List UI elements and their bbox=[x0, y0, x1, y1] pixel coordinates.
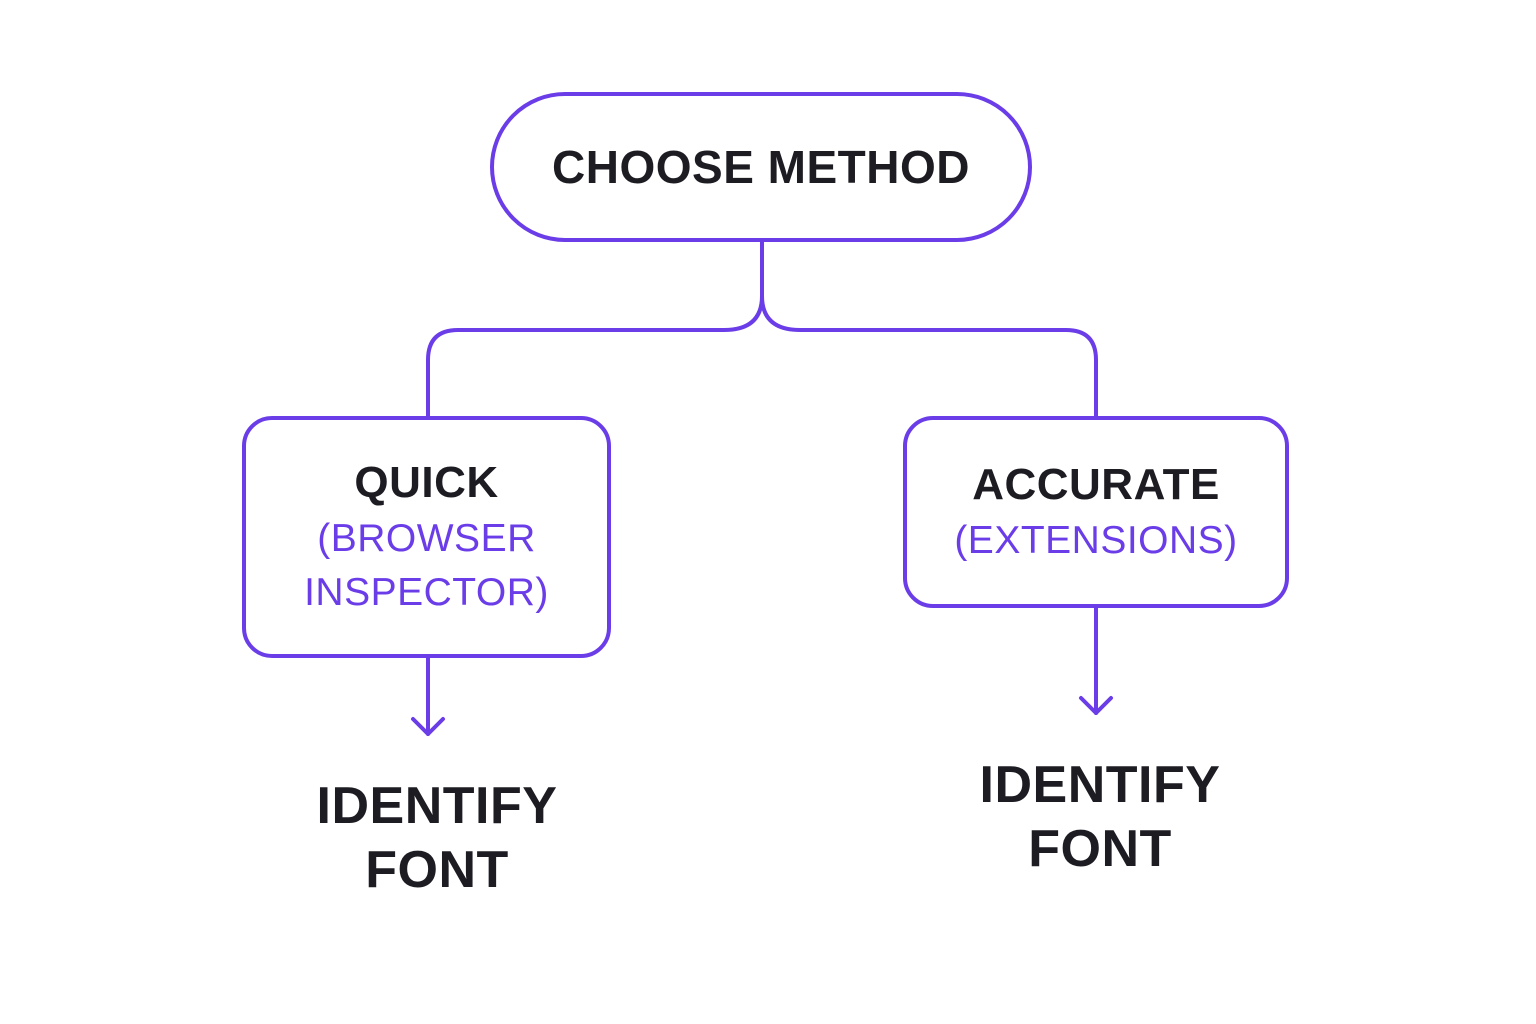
accurate-arrowhead-icon bbox=[1079, 696, 1113, 715]
right-branch-connector bbox=[760, 294, 1098, 418]
choose-method-label: CHOOSE METHOD bbox=[552, 141, 970, 193]
quick-title: QUICK bbox=[354, 458, 499, 507]
accurate-subtitle: (EXTENSIONS) bbox=[954, 519, 1238, 562]
quick-method-node: QUICK (BROWSER INSPECTOR) bbox=[242, 416, 611, 658]
accurate-title: ACCURATE bbox=[972, 460, 1220, 509]
quick-arrowhead-icon bbox=[411, 717, 445, 736]
accurate-result-label: IDENTIFY FONT bbox=[979, 756, 1221, 878]
left-branch-connector bbox=[426, 294, 764, 418]
choose-method-node: CHOOSE METHOD bbox=[490, 92, 1032, 242]
quick-result-label: IDENTIFY FONT bbox=[316, 777, 558, 899]
quick-subtitle: (BROWSER INSPECTOR) bbox=[304, 517, 549, 614]
accurate-method-node: ACCURATE (EXTENSIONS) bbox=[903, 416, 1289, 608]
